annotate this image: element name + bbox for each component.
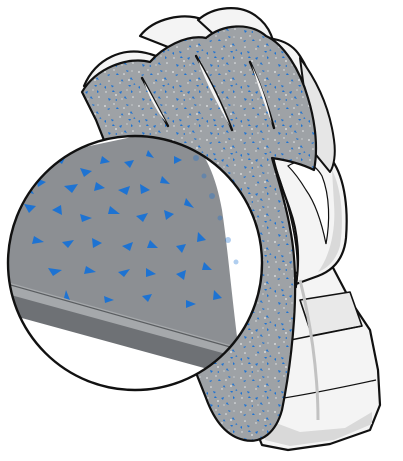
glove-illustration	[0, 0, 403, 461]
illustration-stage	[0, 0, 403, 461]
